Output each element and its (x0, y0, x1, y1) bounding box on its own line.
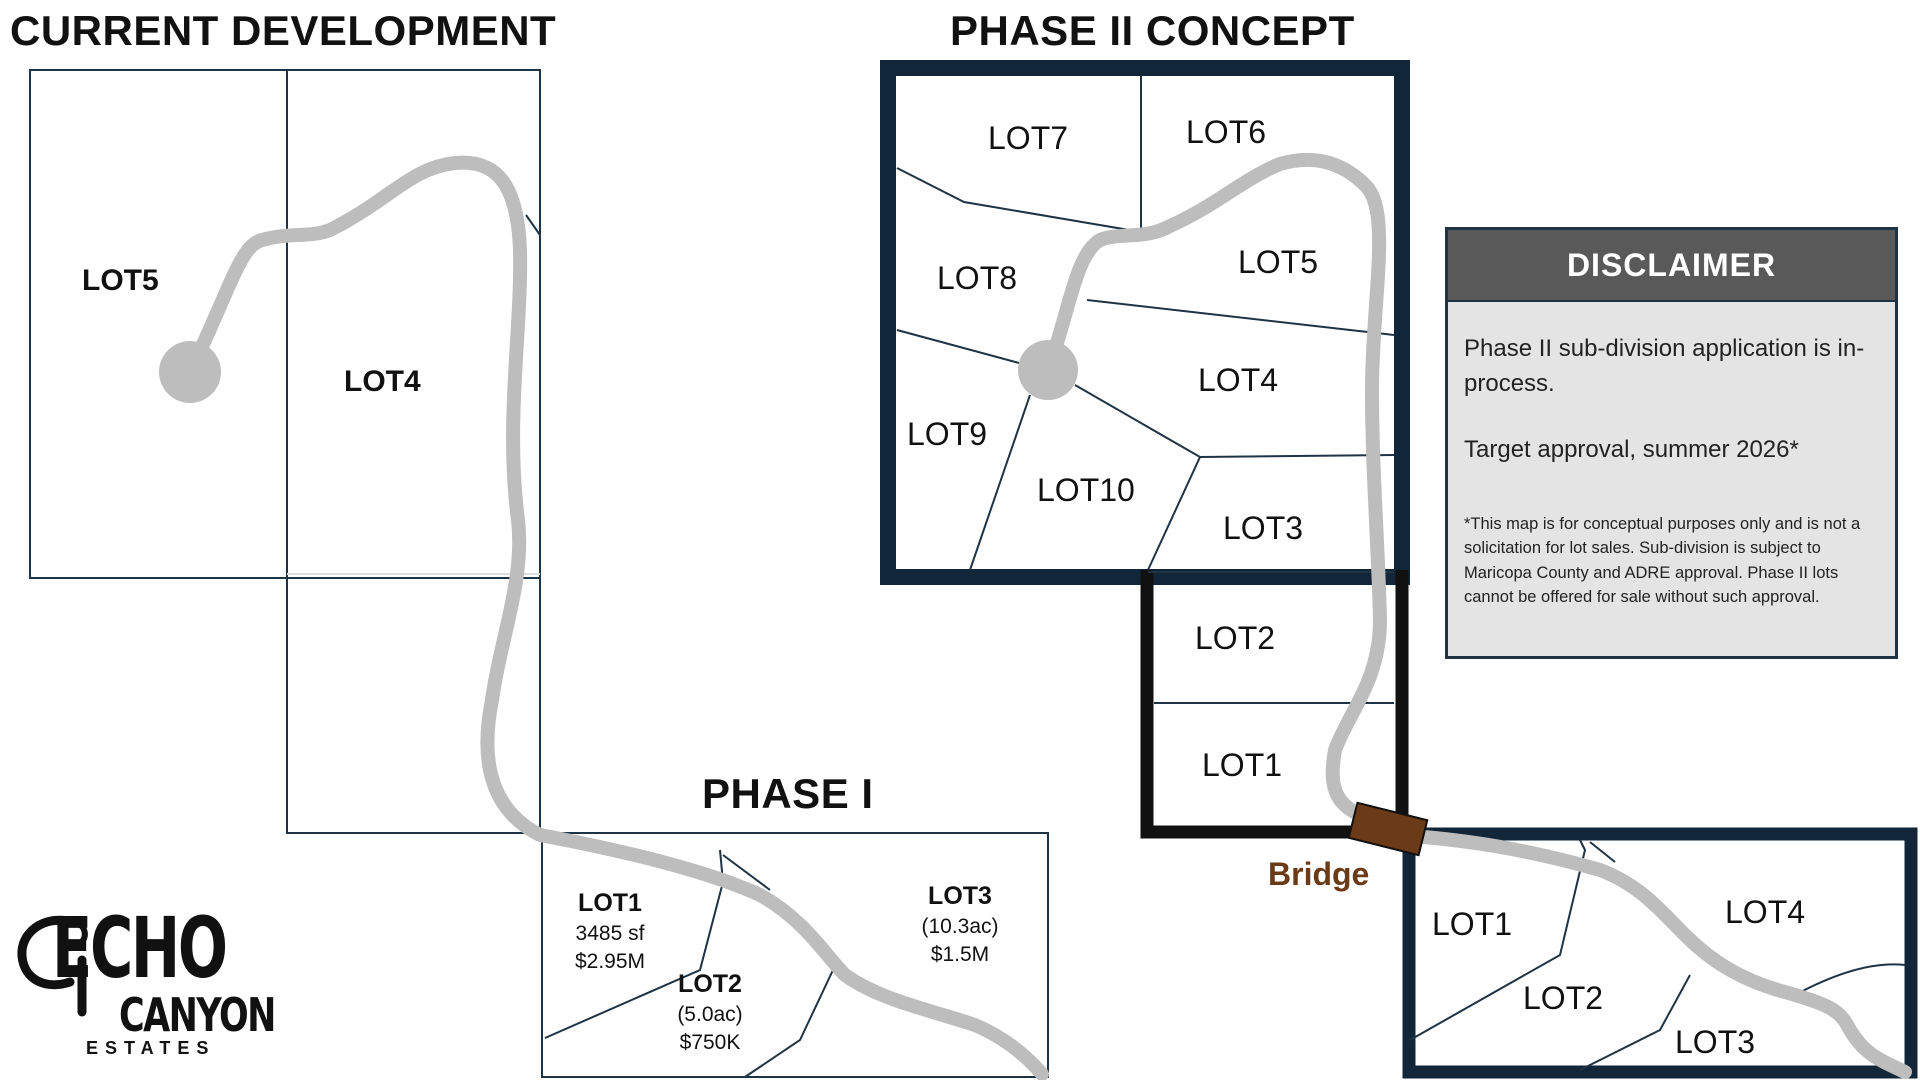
phase2-boundary (880, 60, 1410, 839)
phase1-lot1-label: LOT1 3485 sf $2.95M (560, 887, 660, 976)
phase1-lot3-size: (10.3ac) (921, 915, 999, 939)
road (159, 152, 1912, 1080)
phase1-lot2-price: $750K (679, 1031, 741, 1055)
phase2-lot10-label: LOT10 (1037, 472, 1135, 508)
logo-echo-text: ECHO (52, 899, 228, 997)
current-development-parcels (29, 69, 541, 834)
phase1-lot1-name: LOT1 (578, 889, 642, 917)
current-lot5-label: LOT5 (82, 264, 159, 297)
phase1-lot1-price: $2.95M (574, 950, 646, 974)
logo-swirl-icon (17, 915, 88, 1017)
phase2-concept-title: PHASE II CONCEPT (950, 7, 1355, 54)
disclaimer-paragraph-1: Phase II sub-division application is in-… (1464, 335, 1865, 397)
phase2-lot-lines (896, 76, 1395, 704)
phase2-lot8-label: LOT8 (937, 260, 1018, 296)
disclaimer-header: DISCLAIMER (1448, 230, 1895, 302)
phase1-lot3-name: LOT3 (928, 882, 992, 910)
phase1-road (533, 828, 1049, 1080)
current-lot5-parcel (29, 69, 288, 579)
current-cul-de-sac (159, 341, 221, 403)
logo-estates-text: ESTATES (86, 1038, 216, 1058)
phase2-road (1041, 152, 1387, 829)
phase2-lot2-label: LOT2 (1195, 620, 1276, 656)
logo-canyon-text: CANYON (119, 988, 276, 1042)
phase2-lot7-label: LOT7 (988, 120, 1069, 156)
phase2-lot9-label: LOT9 (907, 416, 988, 452)
phase1-parcel (541, 832, 1049, 1078)
bridge-label: Bridge (1268, 856, 1370, 892)
phase2-lot3-label: LOT3 (1223, 510, 1304, 546)
disclaimer-paragraph-2: Target approval, summer 2026* (1464, 436, 1799, 463)
southeast-parcel (1402, 827, 1918, 1079)
phase1-lot2-label: LOT2 (5.0ac) $750K (660, 968, 760, 1057)
southeast-lot1-label: LOT1 (1432, 906, 1513, 942)
echo-canyon-logo: ECHO CANYON ESTATES (12, 899, 276, 1062)
southeast-road (1393, 828, 1912, 1079)
phase1-lot2-size: (5.0ac) (677, 1003, 743, 1027)
phase2-lot1-label: LOT1 (1202, 747, 1283, 783)
phase2-lot4-label: LOT4 (1198, 362, 1279, 398)
current-lower-parcel (286, 578, 541, 834)
current-lot4-parcel (286, 69, 541, 579)
southeast-lot3-label: LOT3 (1675, 1024, 1756, 1060)
phase2-lot6-label: LOT6 (1186, 114, 1267, 150)
phase1-lot1-size: 3485 sf (575, 922, 645, 946)
disclaimer-note: *This map is for conceptual purposes onl… (1464, 515, 1861, 606)
bridge (1347, 801, 1429, 857)
disclaimer-box: DISCLAIMER Phase II sub-division applica… (1445, 227, 1898, 659)
phase1-lot3-label: LOT3 (10.3ac) $1.5M (905, 880, 1015, 969)
phase1-title: PHASE I (702, 770, 874, 817)
southeast-lot2-label: LOT2 (1523, 980, 1604, 1016)
current-road (183, 155, 547, 842)
phase2-lot5-label: LOT5 (1238, 244, 1319, 280)
current-lot4-label: LOT4 (344, 365, 421, 398)
phase2-cul-de-sac (1018, 340, 1078, 400)
phase1-lot3-price: $1.5M (930, 943, 990, 967)
southeast-lot4-label: LOT4 (1725, 894, 1806, 930)
phase1-lot2-name: LOT2 (678, 970, 742, 998)
current-development-title: CURRENT DEVELOPMENT (10, 7, 557, 54)
